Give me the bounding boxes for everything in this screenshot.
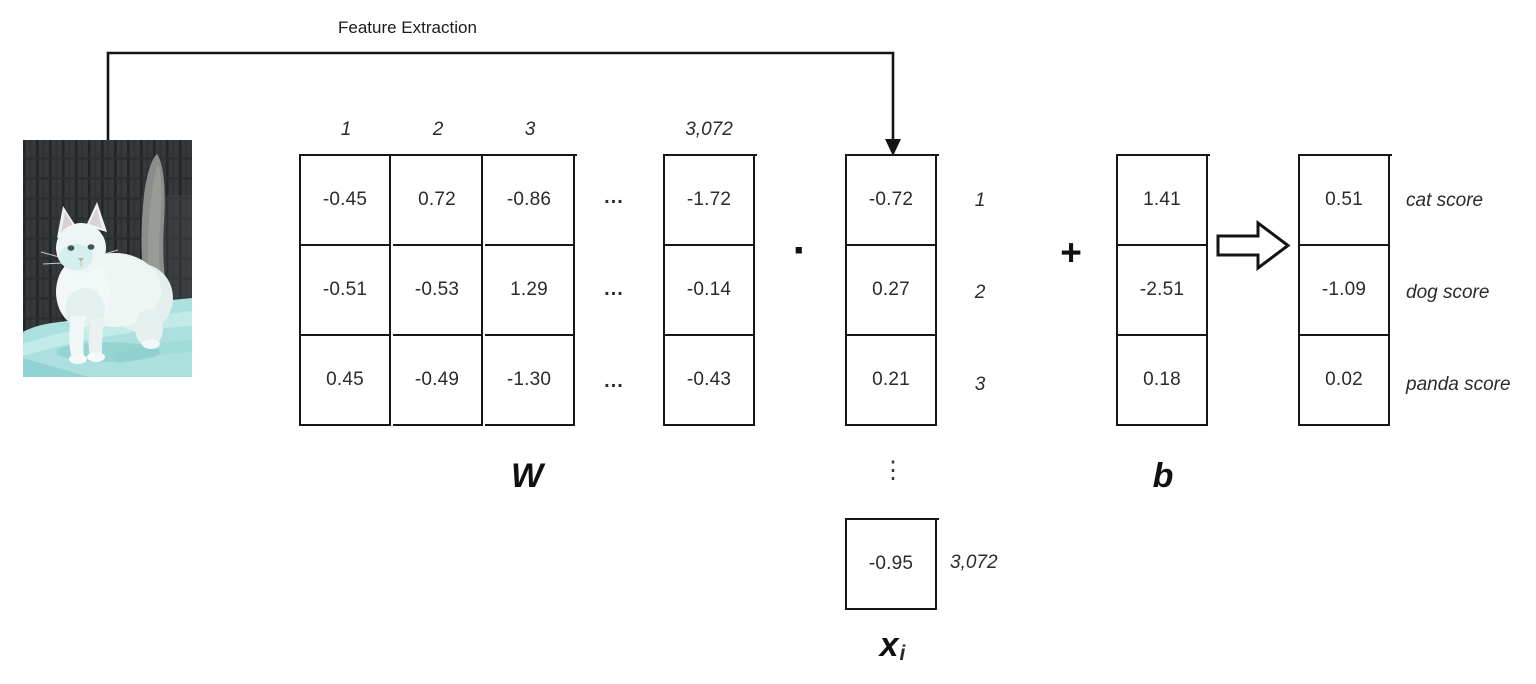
score-cell-dog: -1.09 [1300,246,1390,336]
x-vector: -0.72 0.27 0.21 [845,154,939,426]
x-vector-last-box: -0.95 [845,518,939,610]
w-row2-ellipsis: ... [604,278,624,300]
w-cell-r3c2: -0.49 [393,336,483,426]
w-cell-r3c1: 0.45 [301,336,391,426]
x-cell-1: -0.72 [847,156,937,246]
w-cell-r2c1: -0.51 [301,246,391,336]
w-col-header-1: 1 [340,119,352,140]
w-cell-r1c2: 0.72 [393,156,483,246]
x-row-label-1: 1 [974,190,986,211]
dot-product-operator: · [792,226,808,275]
cat-photo [23,140,192,377]
feature-extraction-label: Feature Extraction [338,18,477,37]
w-row3-ellipsis: ... [604,370,624,392]
cat-score-label: cat score [1406,190,1484,211]
b-cell-3: 0.18 [1118,336,1208,426]
x-row-label-2: 2 [974,282,986,303]
w-cell-r2c2: -0.53 [393,246,483,336]
score-cell-panda: 0.02 [1300,336,1390,426]
x-label-base: x [879,625,899,664]
plus-operator: + [1060,232,1082,273]
score-cell-cat: 0.51 [1300,156,1390,246]
result-arrow-icon [1216,220,1291,271]
w-cell-r1c3072: -1.72 [665,156,755,246]
b-cell-2: -2.51 [1118,246,1208,336]
b-vector: 1.41 -2.51 0.18 [1116,154,1210,426]
x-cell-3072: -0.95 [847,520,937,610]
w-cell-r3c3: -1.30 [485,336,575,426]
b-cell-1: 1.41 [1118,156,1208,246]
w-matrix: -0.45 0.72 -0.86 -0.51 -0.53 1.29 0.45 -… [299,154,577,426]
w-cell-r1c3: -0.86 [485,156,575,246]
x-vertical-ellipsis: ⋮ [881,457,905,484]
w-col-header-2: 2 [432,119,444,140]
scores-vector: 0.51 -1.09 0.02 [1298,154,1392,426]
w-col-header-3072: 3,072 [685,119,733,140]
w-cell-r1c1: -0.45 [301,156,391,246]
x-label-subscript: i [899,642,906,665]
x-cell-2: 0.27 [847,246,937,336]
w-cell-r2c3: 1.29 [485,246,575,336]
dog-score-label: dog score [1406,282,1490,303]
b-vector-label: b [1152,456,1174,495]
x-row-label-3072: 3,072 [950,552,998,573]
w-matrix-label: W [510,456,544,495]
panda-score-label: panda score [1406,374,1511,395]
x-row-label-3: 3 [974,374,986,395]
w-cell-r2c3072: -0.14 [665,246,755,336]
w-matrix-last-column: -1.72 -0.14 -0.43 [663,154,757,426]
w-cell-r3c3072: -0.43 [665,336,755,426]
w-col-header-3: 3 [524,119,536,140]
w-row1-ellipsis: ... [604,186,624,208]
x-cell-3: 0.21 [847,336,937,426]
